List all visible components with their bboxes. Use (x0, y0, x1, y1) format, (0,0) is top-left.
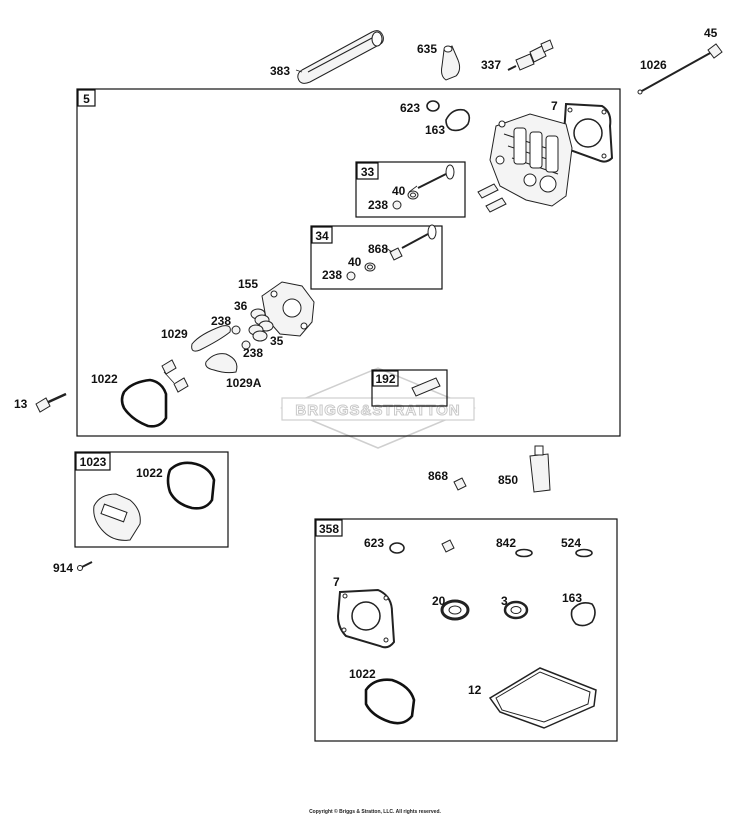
label-383: 383 (270, 64, 290, 78)
label-524: 524 (561, 536, 581, 550)
label-842: 842 (496, 536, 516, 550)
label-238-c: 238 (211, 314, 231, 328)
leader-lines (163, 69, 418, 384)
head-studs (477, 183, 507, 213)
part-1022-cover-gasket-b (166, 461, 216, 510)
label-13: 13 (14, 397, 28, 411)
label-1022-c: 1022 (349, 667, 376, 681)
label-337: 337 (481, 58, 501, 72)
part-238-retainer-a (392, 200, 402, 210)
part-842-o-ring (515, 548, 533, 558)
label-914: 914 (53, 561, 73, 575)
kit-192-number: 192 (375, 372, 395, 386)
label-1022-b: 1022 (136, 466, 163, 480)
label-7-top: 7 (551, 99, 558, 113)
kit-192-frame (371, 369, 448, 407)
part-20-oil-seal (440, 599, 470, 621)
part-635-spark-plug-boot (441, 45, 461, 81)
label-35: 35 (270, 334, 284, 348)
label-1026: 1026 (640, 58, 667, 72)
part-7-head-gasket (562, 102, 614, 163)
part-850-sealant-tube (529, 445, 551, 493)
label-868-a: 868 (368, 242, 388, 256)
part-163-gasket-kit (570, 602, 596, 627)
part-3-oil-seal (503, 600, 529, 620)
part-13-bolt (35, 392, 67, 413)
part-623-o-ring-top (426, 100, 440, 112)
part-337-spark-plug (507, 39, 554, 71)
kit-34-frame (310, 225, 443, 290)
part-868-seal-b (453, 477, 467, 491)
kit-358-number: 358 (319, 522, 339, 536)
part-192-breather-screw (411, 377, 441, 397)
part-163-gasket-top (445, 108, 471, 132)
copyright-notice: Copyright © Briggs & Stratton, LLC. All … (309, 809, 441, 815)
part-1022-cover-gasket-c (364, 678, 416, 725)
part-1022-cover-gasket-a (120, 378, 168, 428)
kit-192-tag (372, 370, 399, 387)
label-1029A: 1029A (226, 376, 262, 390)
part-914-screw (77, 561, 93, 571)
part-868-seal-a (389, 247, 403, 261)
label-45: 45 (704, 26, 718, 40)
part-1029A-rocker-arm (205, 353, 238, 374)
kit-34-tag (311, 226, 333, 244)
kit-5-number: 5 (83, 92, 90, 106)
label-36: 36 (234, 299, 248, 313)
part-45-cap (707, 43, 723, 59)
label-163-kit: 163 (562, 591, 582, 605)
kit-5-frame (76, 88, 621, 437)
kit-5-tag (77, 89, 96, 107)
label-238-b: 238 (322, 268, 342, 282)
label-7-kit: 7 (333, 575, 340, 589)
label-850: 850 (498, 473, 518, 487)
kit-358-frame (314, 518, 618, 742)
kit-33-number: 33 (361, 165, 375, 179)
kit-33-tag (356, 162, 379, 180)
label-40-a: 40 (392, 184, 406, 198)
label-1029: 1029 (161, 327, 188, 341)
label-12: 12 (468, 683, 482, 697)
part-7-head-gasket-kit (336, 588, 396, 649)
kit-1023-number: 1023 (80, 455, 107, 469)
part-40-seal-a (407, 190, 419, 200)
label-163-top: 163 (425, 123, 445, 137)
label-3: 3 (501, 594, 508, 608)
label-238-a: 238 (368, 198, 388, 212)
rocker-screws (161, 359, 189, 393)
part-524-o-ring (575, 548, 593, 558)
part-12-crankcase-gasket (488, 667, 597, 729)
part-238-retainer-c (231, 325, 241, 335)
part-valve-33 (417, 164, 455, 189)
part-155-rocker-cover-plate (261, 281, 315, 337)
part-1026-rod (637, 51, 713, 95)
kit-33-frame (355, 161, 466, 218)
kit-1023-tag (75, 452, 111, 471)
kit-358-tag (315, 519, 343, 537)
part-cylinder-head (489, 113, 573, 207)
part-small-seal-kit (441, 539, 455, 553)
label-623-top: 623 (400, 101, 420, 115)
part-623-o-ring-kit (389, 542, 405, 554)
part-40-seal-b (364, 262, 376, 272)
label-238-d: 238 (243, 346, 263, 360)
label-868-b: 868 (428, 469, 448, 483)
label-40-b: 40 (348, 255, 362, 269)
part-valve-cover (93, 493, 141, 541)
part-383-handle (297, 30, 384, 84)
part-35-spring (248, 324, 268, 342)
kit-1023-frame (74, 451, 229, 548)
label-623-kit: 623 (364, 536, 384, 550)
watermark-text: BRIGGS&STRATTON (295, 402, 460, 419)
label-635: 635 (417, 42, 437, 56)
part-238-retainer-d (241, 340, 251, 350)
label-20: 20 (432, 594, 446, 608)
kit-34-number: 34 (315, 229, 329, 243)
part-1029-rocker-arm (191, 325, 231, 352)
part-valve-34 (401, 224, 437, 249)
label-1022-a: 1022 (91, 372, 118, 386)
label-155: 155 (238, 277, 258, 291)
part-238-retainer-b (346, 271, 356, 281)
